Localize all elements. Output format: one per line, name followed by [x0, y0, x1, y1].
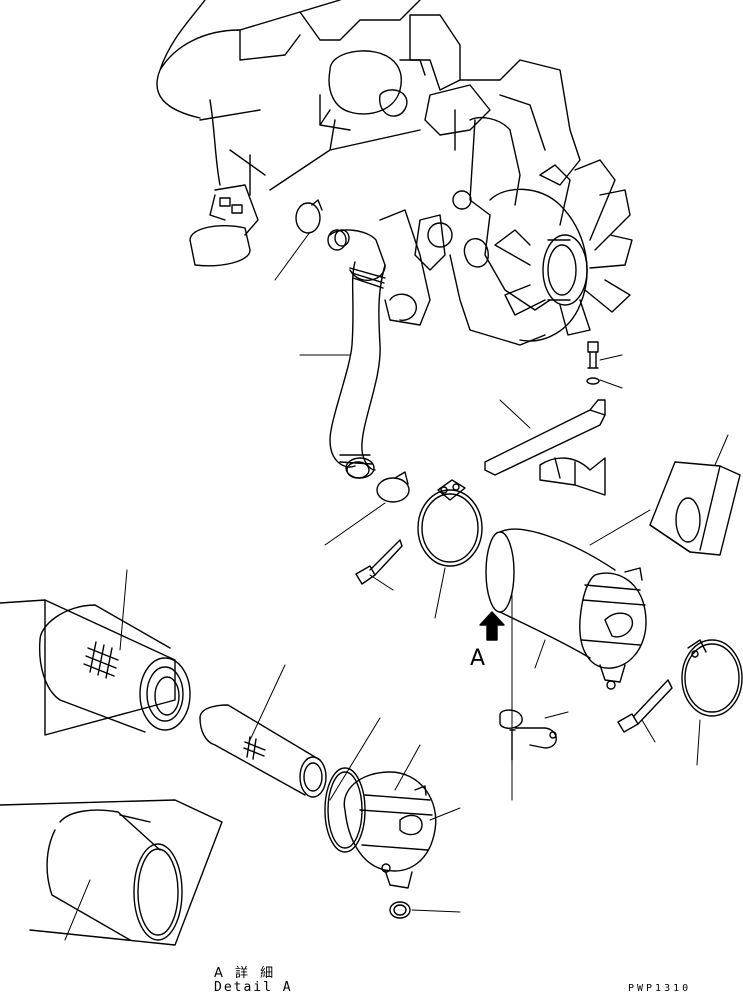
hose-clamp-top [295, 199, 323, 234]
inner-filter-element [199, 704, 327, 798]
clamp-bolt-center [355, 539, 403, 585]
engine-assembly [156, 0, 633, 346]
outer-filter-element [0, 599, 191, 736]
leader-lines [64, 231, 729, 941]
evacuator-valve [389, 901, 411, 919]
mounting-bracket [484, 399, 606, 496]
dust-cover [343, 771, 437, 889]
band-clamp-right [681, 639, 743, 717]
hose-clamp-bottom [376, 471, 410, 503]
clamp-bolt-right [617, 679, 673, 733]
detail-title-en: Detail A [214, 980, 293, 995]
mounting-bolt [587, 341, 599, 369]
detail-title-jp: A 詳 細 [214, 966, 278, 981]
safety-filter-sleeve [0, 799, 223, 946]
air-intake-hose [327, 229, 386, 479]
rubber-mount-block [649, 461, 741, 556]
washer [586, 377, 600, 385]
drawing-code: PWP1310 [628, 983, 692, 994]
air-cleaner-housing [485, 528, 647, 690]
band-clamp-center [417, 479, 483, 567]
direction-arrow [479, 611, 505, 641]
callout-label-a: A [470, 646, 486, 671]
